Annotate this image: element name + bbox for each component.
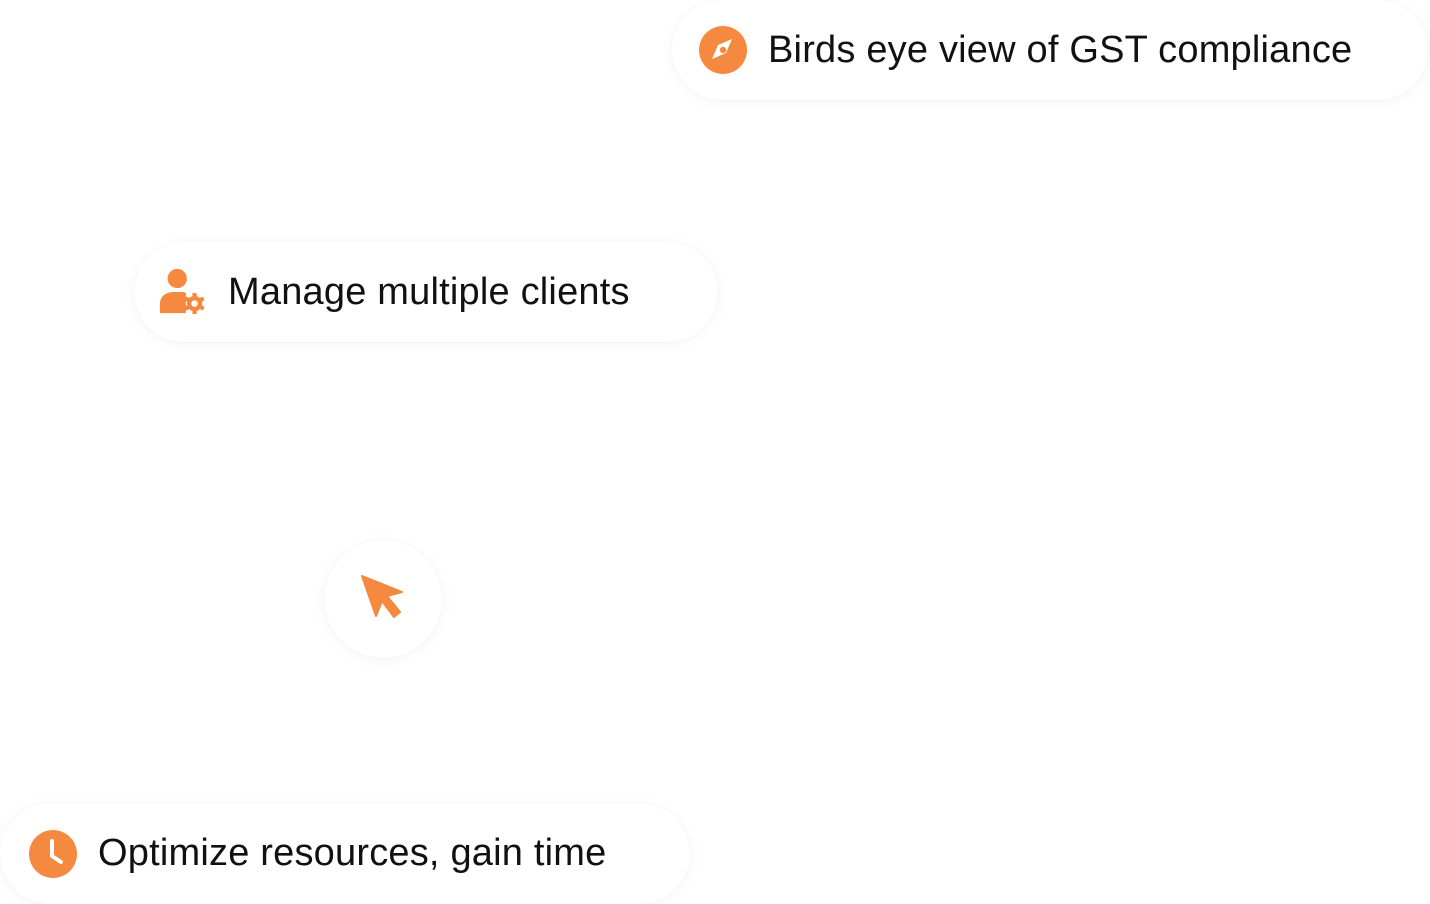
feature-label: Optimize resources, gain time [98, 832, 607, 874]
compass-icon [698, 25, 748, 75]
feature-pill-optimize-resources: Optimize resources, gain time [0, 803, 690, 904]
user-gear-icon [158, 267, 208, 317]
feature-pill-manage-clients: Manage multiple clients [134, 242, 718, 342]
feature-label: Manage multiple clients [228, 270, 630, 313]
feature-pill-birds-eye-view: Birds eye view of GST compliance [672, 0, 1428, 100]
cursor-arrow-icon [360, 574, 406, 625]
cursor-bubble [324, 540, 442, 658]
feature-label: Birds eye view of GST compliance [768, 28, 1353, 71]
clock-icon [28, 829, 78, 879]
